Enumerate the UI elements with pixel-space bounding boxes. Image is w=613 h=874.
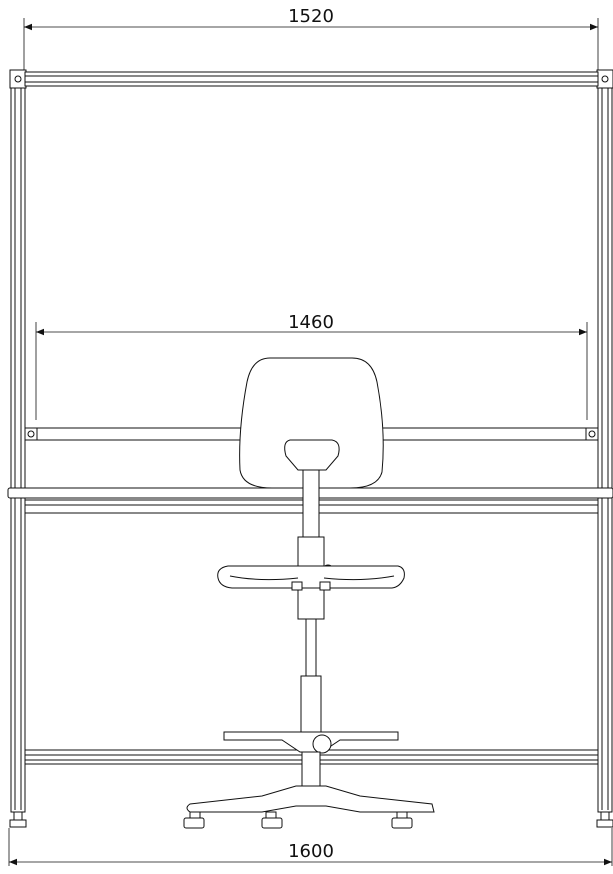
chair-seat: [217, 565, 405, 589]
chair: [183, 357, 435, 829]
chair-lower-column: [300, 675, 322, 733]
dimension-bottom-width: 1600: [8, 828, 613, 866]
frame-left-post: [9, 69, 27, 828]
dimension-label-mid: 1460: [288, 312, 334, 333]
chair-star-base: [186, 785, 435, 813]
dimension-label-top: 1520: [288, 6, 334, 27]
chair-footrest: [223, 731, 399, 753]
chair-caster-left: [183, 811, 205, 829]
chair-caster-center: [261, 811, 283, 829]
dimension-label-bottom: 1600: [288, 841, 334, 862]
chair-gas-tube: [305, 618, 317, 678]
chair-back-bracket: [284, 439, 340, 471]
chair-backrest: [239, 357, 384, 489]
frame-right-post: [596, 69, 613, 828]
frame-top-crossbar: [24, 71, 599, 87]
dimension-top-width: 1520: [23, 6, 599, 70]
dimension-mid-width: 1460: [35, 312, 588, 420]
chair-caster-right: [391, 811, 413, 829]
chair-back-column: [302, 469, 320, 539]
